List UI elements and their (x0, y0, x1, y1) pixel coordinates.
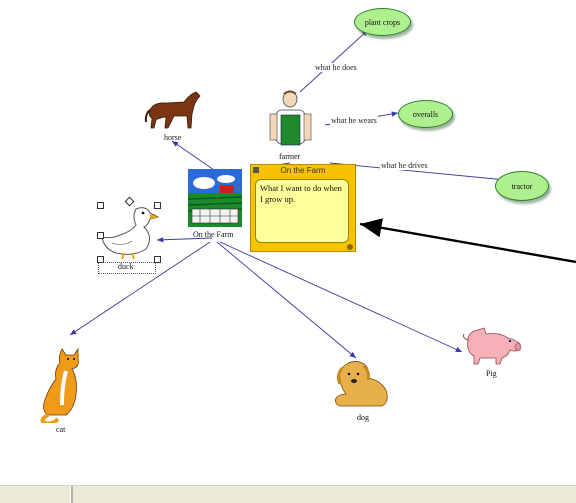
link-label-what-he-drives[interactable]: what he drives (380, 161, 429, 170)
dog-icon[interactable] (330, 358, 392, 410)
note-window[interactable]: On the Farm What I want to do when I gro… (250, 164, 356, 252)
resize-handle-tr[interactable] (154, 202, 161, 209)
link-center-horse (171, 140, 215, 171)
note-close-icon[interactable] (253, 167, 259, 173)
link-center-duck (156, 237, 213, 243)
note-text[interactable]: What I want to do when I grow up. (255, 179, 349, 243)
duck-label-box[interactable] (98, 262, 156, 274)
resize-handle-l[interactable] (97, 232, 104, 239)
duck-icon[interactable] (98, 203, 160, 259)
farmer-icon[interactable] (262, 90, 332, 152)
node-label-horse[interactable]: horse (164, 133, 182, 142)
center-label[interactable]: On the Farm (193, 230, 234, 239)
link-center-dog (216, 241, 357, 359)
cat-icon[interactable] (36, 345, 86, 423)
status-bar (0, 485, 576, 503)
farm-center-image-icon[interactable] (188, 169, 242, 227)
node-label-farmer[interactable]: farmer (279, 152, 301, 161)
note-title: On the Farm (280, 166, 326, 175)
horse-icon[interactable] (144, 90, 204, 132)
note-resize-icon[interactable] (347, 244, 353, 250)
concept-overalls[interactable]: overalls (398, 100, 453, 128)
link-center-cat (69, 241, 211, 336)
node-label-cat[interactable]: cat (56, 425, 66, 434)
concept-tractor[interactable]: tractor (495, 171, 549, 201)
link-label-what-he-does[interactable]: what he does (314, 63, 358, 72)
resize-handle-br[interactable] (154, 256, 161, 263)
pig-icon[interactable] (462, 326, 522, 366)
link-farmer-plant-crops (299, 29, 369, 93)
concept-plant-crops[interactable]: plant crops (354, 8, 411, 36)
link-center-tractor (329, 162, 507, 183)
link-center-pig (219, 241, 463, 353)
node-label-pig[interactable]: Pig (486, 369, 497, 378)
link-label-what-he-wears[interactable]: what he wears (330, 116, 378, 125)
concept-map-canvas[interactable]: what he does what he wears what he drive… (0, 0, 576, 485)
node-label-duck[interactable]: duck (118, 262, 134, 271)
note-header[interactable]: On the Farm (251, 165, 355, 177)
status-bar-divider (70, 486, 73, 503)
resize-handle-tl[interactable] (97, 202, 104, 209)
node-label-dog[interactable]: dog (357, 413, 369, 422)
pointer-arrow (359, 218, 576, 264)
link-lines (69, 29, 576, 359)
